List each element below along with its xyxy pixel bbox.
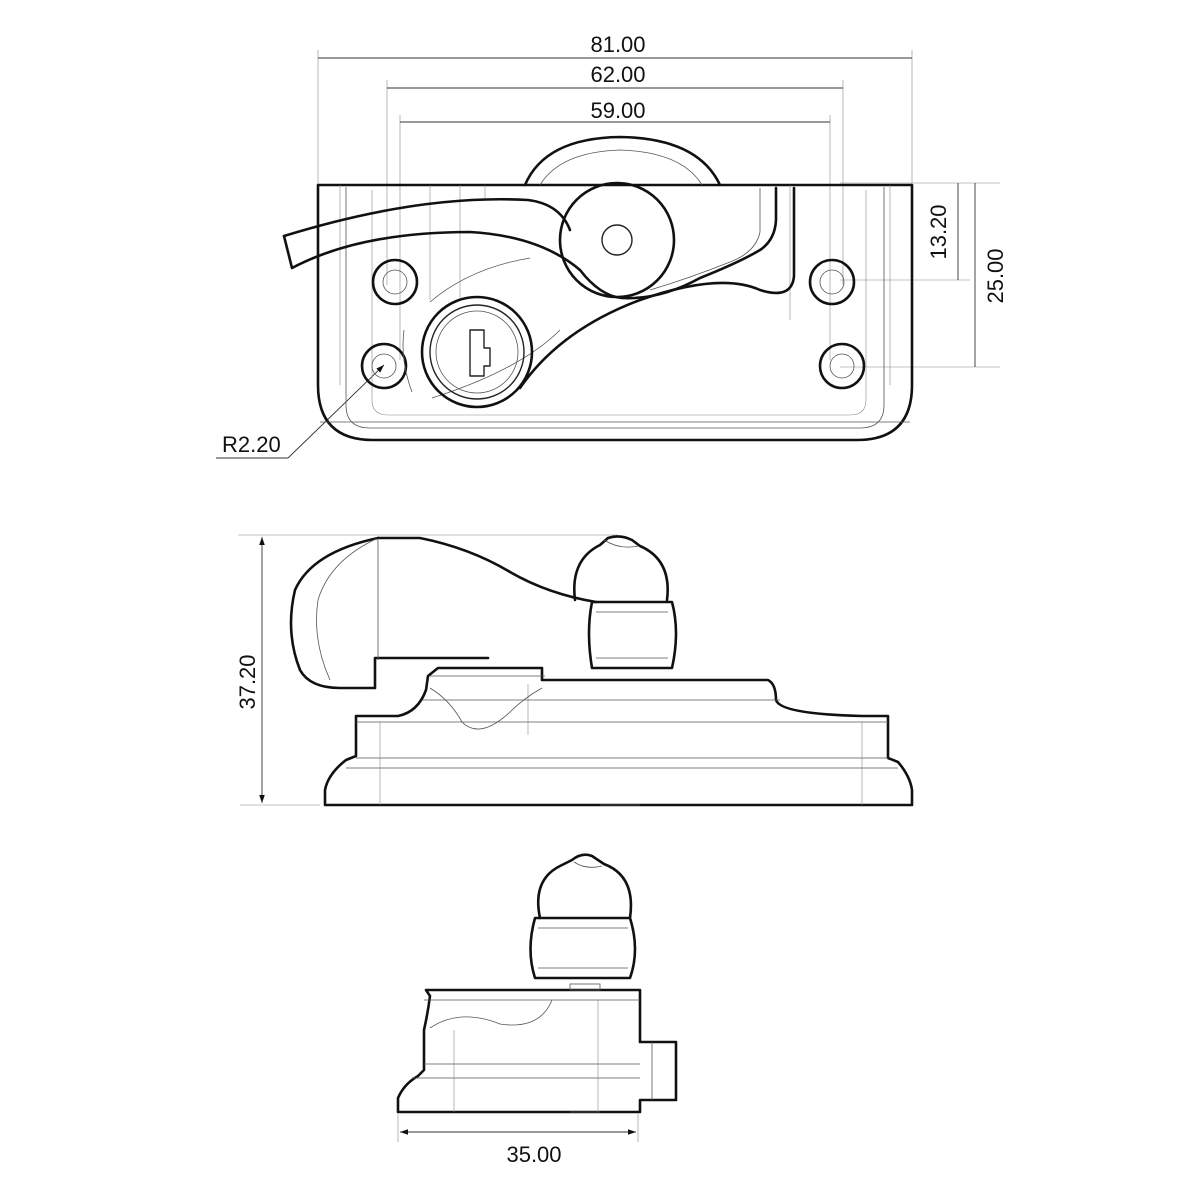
dim-radius: R2.20 bbox=[222, 432, 281, 457]
dim-hole-vertical: 13.20 bbox=[926, 204, 951, 259]
dim-hole-spacing: 59.00 bbox=[590, 98, 645, 123]
top-lever bbox=[282, 181, 796, 399]
side-knob bbox=[573, 535, 678, 670]
dim-side-height: 37.20 bbox=[235, 654, 260, 709]
dim-overall-width: 81.00 bbox=[590, 32, 645, 57]
dim-body-height: 25.00 bbox=[983, 248, 1008, 303]
side-view: 37.20 bbox=[235, 534, 914, 807]
dim-mid-width: 62.00 bbox=[590, 62, 645, 87]
end-view: 35.00 bbox=[396, 853, 678, 1167]
side-base bbox=[323, 666, 914, 807]
dimension-lines-end bbox=[397, 1114, 639, 1142]
key-cylinder bbox=[402, 295, 534, 409]
top-rotor bbox=[523, 135, 722, 187]
top-view: 81.00 62.00 59.00 13.20 25.00 R2.20 bbox=[216, 32, 1008, 459]
dim-end-width: 35.00 bbox=[506, 1142, 561, 1167]
end-knob bbox=[529, 853, 637, 980]
side-lever bbox=[289, 536, 598, 690]
dimension-lines-top bbox=[216, 50, 1000, 459]
end-base bbox=[396, 983, 678, 1114]
dimension-lines-side bbox=[238, 534, 618, 806]
screw-holes bbox=[360, 258, 866, 390]
top-body bbox=[316, 183, 914, 442]
